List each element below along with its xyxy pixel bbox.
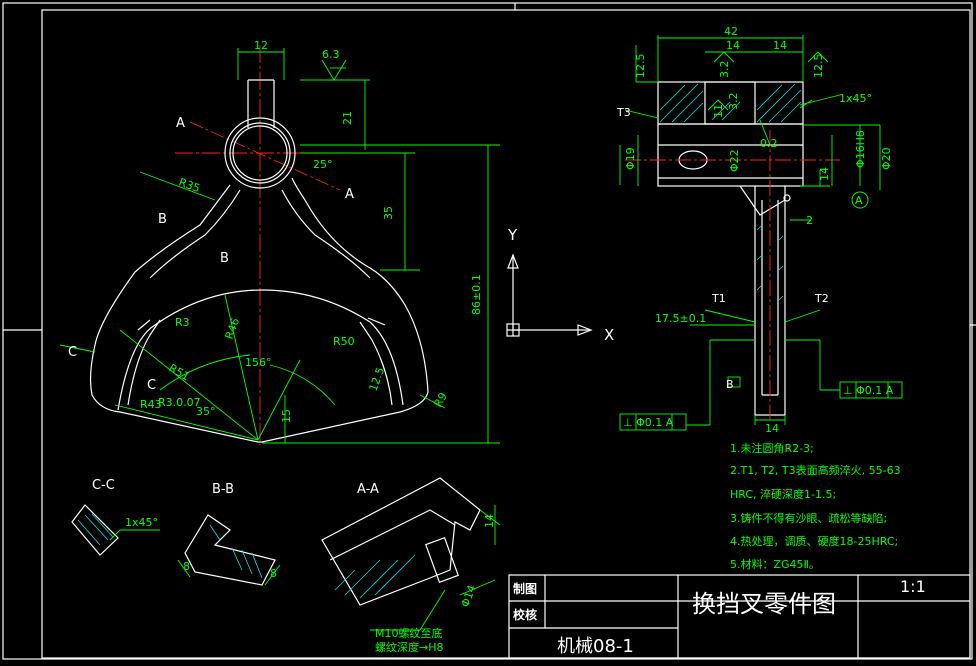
section-c-mid: C [147, 378, 156, 393]
dim-0-2: 0.2 [760, 137, 778, 150]
datum-a: A [855, 194, 863, 207]
tb-title: 换挡叉零件图 [692, 590, 836, 618]
radius-46: R46 [223, 316, 243, 341]
aa-diameter-14: Φ14 [459, 583, 479, 609]
note-1: 1.未注圆角R2-3; [730, 441, 814, 455]
section-b-mid: B [220, 251, 229, 266]
tb-drawn-label: 制图 [513, 581, 537, 596]
diameter-19: Φ19 [624, 147, 637, 170]
dim-35: 35 [382, 206, 395, 220]
aa-dim-14: 14 [483, 514, 496, 528]
radius-51: R51 [167, 361, 192, 383]
section-a-right: A [345, 187, 354, 202]
dim-14-a: 14 [726, 39, 740, 52]
aa-note-2: 螺纹深度→H8 [375, 640, 444, 654]
dim-14-v: 14 [818, 167, 831, 181]
note-3: HRC, 淬硬深度1-1.5; [730, 487, 836, 501]
label-b-small: B [726, 378, 734, 391]
cc-chamfer: 1x45° [125, 516, 158, 529]
axis-x-label: X [604, 326, 614, 344]
dim-12-5: 12.5 [634, 54, 647, 79]
radius-3: R3 [175, 316, 190, 329]
chamfer-1x45: 1x45° [839, 92, 872, 105]
side-view-labels: 42 14 14 12.5 3.2 12.5 1x45° 3.2 11 0.2 … [616, 25, 893, 435]
title-block: 制图 校核 换挡叉零件图 1:1 机械08-1 [508, 574, 971, 659]
dim-14-bottom: 14 [765, 422, 779, 435]
bb-dim-8-a: 8 [183, 560, 190, 573]
technical-notes: 1.未注圆角R2-3; 2.T1, T2, T3表面高频淬火, 55-63 HR… [730, 441, 901, 571]
axis-y-label: Y [507, 226, 518, 244]
tb-scale: 1:1 [900, 577, 926, 596]
tolerance-frames: ⊥ Φ0.1 A ⊥ Φ0.1 A [619, 381, 903, 431]
radius-43: R43 [140, 398, 162, 411]
radius-9: R9 [431, 390, 450, 409]
dim-12: 12 [254, 39, 268, 52]
diameter-20: Φ20 [880, 147, 893, 170]
section-a-top: A [176, 116, 185, 131]
stem-hatch [756, 225, 784, 301]
roughness-12-5: 12.5 [367, 366, 388, 393]
dim-11: 11 [712, 104, 725, 118]
dim-17-5: 17.5±0.1 [655, 312, 706, 325]
roughness-3-2-a: 3.2 [718, 61, 731, 79]
diameter-22: Φ22 [728, 149, 741, 172]
note-5: 4.热处理，调质、硬度18-25HRC; [730, 534, 898, 548]
roughness-12-5-b: 12.5 [812, 54, 825, 79]
tb-checked-label: 校核 [513, 607, 537, 622]
section-b-left: B [158, 212, 167, 227]
tolerance-frame-right: ⊥ Φ0.1 A [843, 384, 894, 397]
section-c-left: C [68, 345, 77, 360]
dim-15: 15 [280, 409, 293, 423]
dim-42: 42 [724, 25, 738, 38]
ucs-icon: Y X [506, 226, 614, 344]
bb-dim-8-b: 8 [270, 567, 277, 580]
section-a-a: A-A 14 Φ14 M10螺纹至底 螺纹深度→H8 [321, 477, 501, 654]
note-6: 5.材料：ZG45Ⅱ。 [730, 557, 820, 571]
section-a-a-title: A-A [357, 482, 379, 497]
label-t3: T3 [616, 106, 631, 119]
roughness-6-3: 6.3 [322, 48, 340, 61]
top-hatch [659, 83, 802, 123]
section-c-c: C-C 1x45° [71, 478, 160, 556]
section-b-b-title: B-B [212, 482, 234, 497]
label-t1: T1 [711, 292, 726, 305]
diameter-16h8: Φ16H8 [854, 130, 867, 168]
dim-2: 2 [806, 214, 813, 227]
aa-note-1: M10螺纹至底 [375, 626, 443, 640]
radius-3-0-07: R3.0.07 [158, 396, 201, 409]
front-view-labels: 12 6.3 21 25° 35 86±0.1 R35 R3 R46 R50 R… [68, 39, 483, 423]
tolerance-frame-left: ⊥ Φ0.1 A [623, 416, 674, 429]
dim-14-b: 14 [773, 39, 787, 52]
label-t2: T2 [814, 292, 829, 305]
angle-35: 35° [196, 405, 216, 418]
angle-156: 156° [245, 356, 272, 369]
section-c-c-title: C-C [92, 478, 115, 493]
roughness-3-2-b: 3.2 [727, 93, 740, 111]
angle-25: 25° [313, 158, 333, 171]
note-2: 2.T1, T2, T3表面高频淬火, 55-63 [730, 463, 901, 477]
radius-50: R50 [333, 335, 355, 348]
radius-35: R35 [177, 176, 202, 196]
side-view [619, 35, 881, 426]
section-b-b: B-B 8 8 [177, 482, 281, 586]
dim-21: 21 [341, 111, 354, 125]
front-view [59, 45, 500, 445]
dim-86: 86±0.1 [470, 274, 483, 315]
tb-drawing-no: 机械08-1 [557, 636, 634, 657]
note-4: 3.铸件不得有沙眼、疏松等缺陷; [730, 511, 887, 525]
